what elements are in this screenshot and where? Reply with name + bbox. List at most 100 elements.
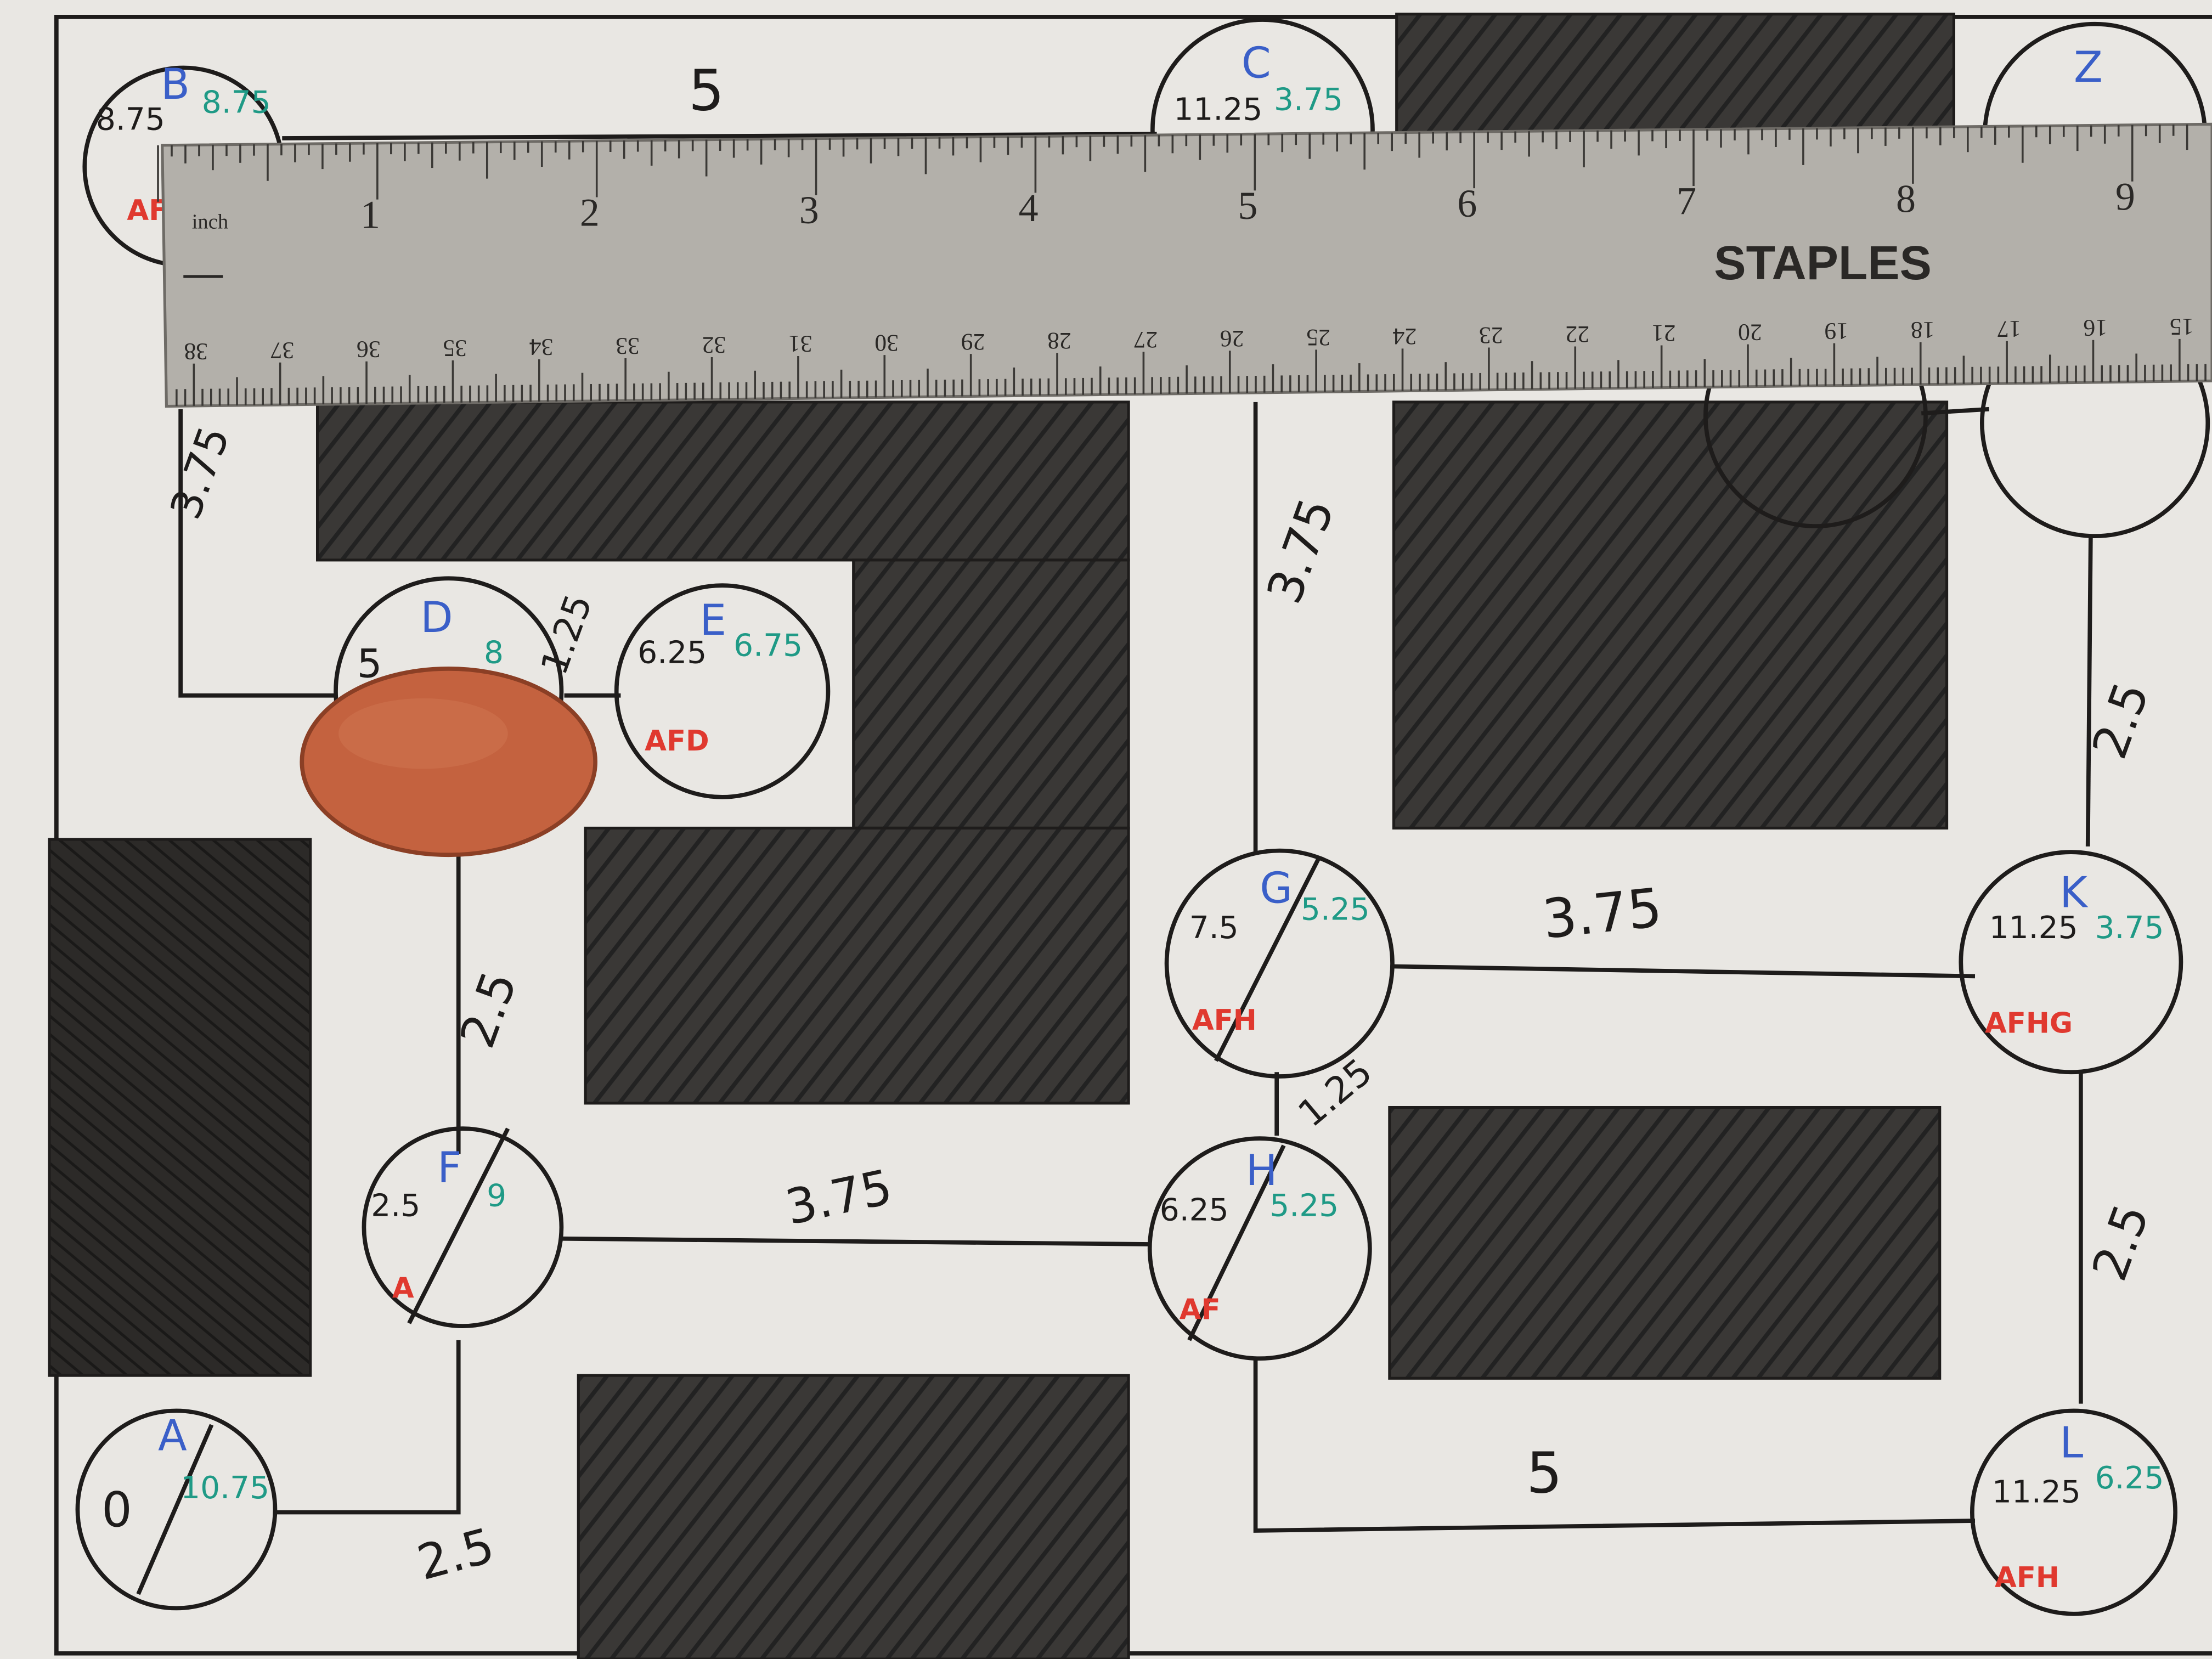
ruler-cm-number: 15 [2170, 314, 2194, 340]
node-f-divider [407, 1127, 510, 1324]
node-h-g: 6.25 [1160, 1192, 1229, 1228]
node-f-name: F [437, 1143, 461, 1193]
node-f-g: 2.5 [371, 1188, 420, 1224]
node-f-path: A [392, 1272, 414, 1305]
ruler-cm-number: 21 [1652, 320, 1676, 346]
ruler-cm-number: 30 [874, 330, 899, 356]
wall-block [584, 826, 1130, 1105]
weight-h-l: 5 [1526, 1441, 1562, 1506]
node-l-g: 11.25 [1992, 1474, 2081, 1510]
ruler-cm-number: 38 [184, 338, 208, 364]
node-g-g: 7.5 [1189, 910, 1239, 946]
ruler-inch-number: 6 [1457, 182, 1477, 225]
ruler-inch-number: 1 [360, 193, 380, 236]
wall-block [577, 1374, 1130, 1659]
ruler-cm-number: 36 [357, 336, 381, 362]
ruler-cm-number: 34 [529, 334, 554, 360]
node-c-g: 11.25 [1173, 92, 1262, 128]
edge-d-b [178, 409, 336, 698]
ruler-cm-number: 16 [2083, 314, 2107, 341]
node-g-name: G [1260, 864, 1293, 913]
wall-block [852, 558, 1130, 830]
ruler-inch-number: 8 [1896, 177, 1916, 221]
ruler-cm-number: 20 [1738, 319, 1762, 345]
ruler-brand: STAPLES [1714, 236, 1932, 290]
node-k-g: 11.25 [1989, 910, 2078, 946]
node-h-h: 5.25 [1269, 1188, 1339, 1224]
edge-a-f [275, 1340, 461, 1515]
node-a-divider [136, 1424, 214, 1595]
weight-g-k: 3.75 [1539, 877, 1664, 951]
node-c-h: 3.75 [1274, 82, 1343, 118]
maze-border [54, 15, 2212, 1656]
ruler-inch-number: 4 [1019, 186, 1039, 230]
node-l-name: L [2059, 1418, 2083, 1468]
node-e-g: 6.25 [637, 635, 707, 671]
node-a-name: A [158, 1411, 187, 1460]
ruler-cm-number: 24 [1392, 323, 1417, 349]
node-k-h: 3.75 [2095, 910, 2164, 946]
node-g-h: 5.25 [1301, 891, 1370, 928]
ruler-inch-number: 3 [799, 188, 819, 232]
edge-h-l [1253, 1357, 1976, 1533]
ruler-inch-ticks [157, 124, 2188, 202]
ruler-cm-number: 33 [616, 333, 640, 359]
node-b-name: B [161, 60, 190, 109]
node-h-circle [1147, 1136, 1372, 1361]
wall-block [1392, 400, 1949, 830]
node-d-h: 8 [484, 635, 504, 671]
node-b-path: AF [127, 194, 168, 227]
node-k-circle [1959, 850, 2183, 1075]
node-b-g: 8.75 [96, 101, 165, 138]
ruler-inch-number: 9 [2115, 174, 2135, 218]
ruler-cm-number: 18 [1911, 317, 1935, 343]
ruler-cm-number: 37 [270, 337, 295, 363]
node-e-path: AFD [645, 725, 709, 758]
ruler-cm-number: 19 [1824, 318, 1848, 344]
node-c-name: C [1242, 38, 1271, 88]
node-g-circle [1164, 848, 1395, 1079]
node-d-name: D [420, 593, 453, 642]
edge-b-c [282, 132, 1157, 140]
copper-coin [300, 667, 597, 857]
node-b-h: 8.75 [202, 84, 271, 121]
node-h-path: AF [1180, 1293, 1221, 1326]
ruler-cm-ticks [176, 338, 2207, 407]
weight-b-c: 5 [689, 59, 724, 124]
node-g-divider [1214, 856, 1321, 1062]
node-g-path: AFH [1192, 1004, 1257, 1037]
edge-z-hidden [1921, 407, 1989, 416]
edge-k-z [2085, 536, 2093, 847]
wall-block [48, 838, 312, 1377]
node-a-g: 0 [101, 1482, 132, 1538]
node-l-h: 6.25 [2095, 1460, 2164, 1496]
node-e-name: E [699, 596, 726, 645]
node-a-circle [75, 1408, 278, 1611]
ruler-cm-number: 28 [1047, 328, 1071, 354]
node-a-h: 10.75 [180, 1470, 269, 1506]
ruler-cm-number: 29 [961, 329, 985, 355]
coin-highlight [338, 698, 508, 769]
node-k-name: K [2059, 868, 2089, 917]
ruler-cm-number: 27 [1133, 326, 1158, 353]
ruler-cm-number: 23 [1479, 322, 1503, 348]
edge-g-k [1392, 964, 1976, 979]
node-z-name: Z [2074, 43, 2103, 92]
ruler-cm-number: 22 [1565, 321, 1589, 347]
node-f-circle [362, 1126, 564, 1328]
node-k-path: AFHG [1985, 1007, 2073, 1040]
maze-walls [48, 13, 1956, 1659]
ruler-cm-number: 25 [1306, 324, 1330, 351]
node-h-divider [1187, 1144, 1286, 1341]
node-f-h: 9 [487, 1178, 506, 1214]
ruler-cm-number: 35 [443, 335, 467, 362]
ruler-inch-number: 5 [1238, 184, 1257, 228]
node-e-h: 6.75 [733, 628, 803, 664]
ruler-cm-number: 32 [702, 332, 726, 358]
wall-block [1395, 13, 1956, 136]
ruler-unit-label: inch [192, 211, 228, 234]
edge-f-h [561, 1236, 1150, 1246]
ruler-cm-number: 17 [1997, 315, 2021, 342]
